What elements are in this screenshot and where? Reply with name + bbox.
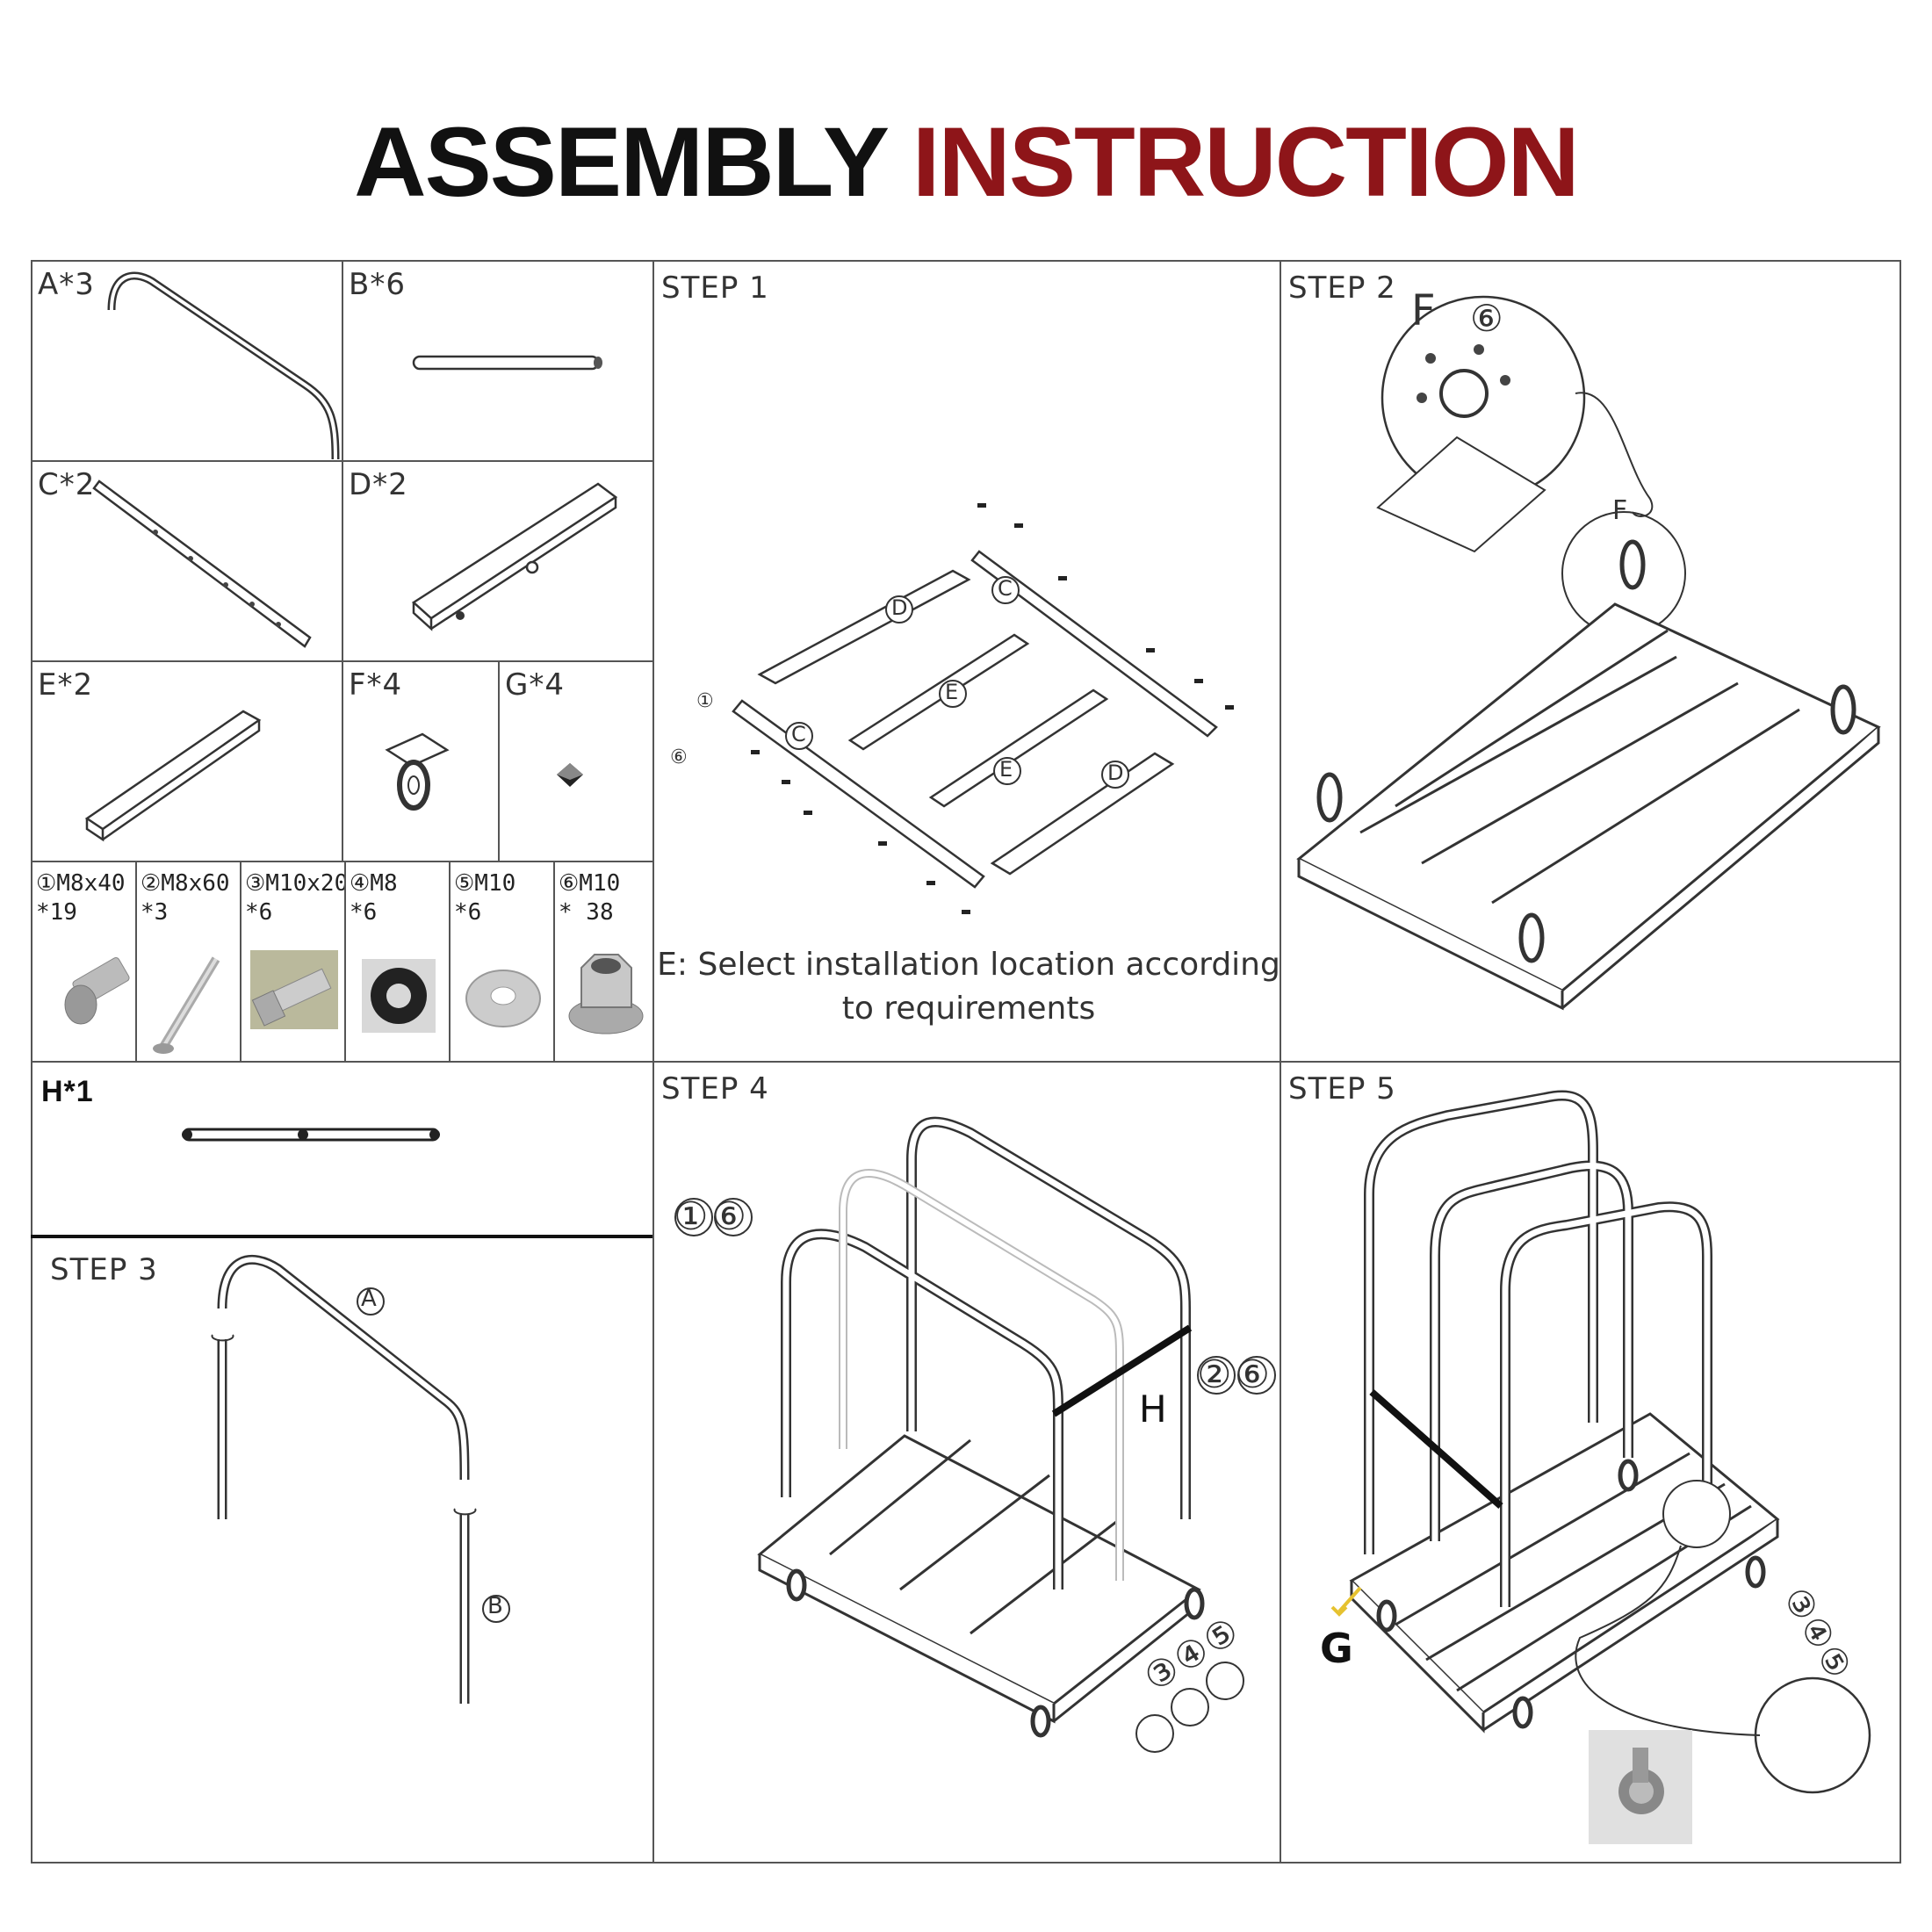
step3-marker-b: B: [487, 1593, 504, 1619]
step4-marker-h: H: [1139, 1388, 1168, 1431]
step1-marker-d1: D: [891, 595, 909, 620]
hardware-5-spec: ⑤M10: [454, 870, 516, 897]
step2-callout-6: ⑥: [1470, 297, 1504, 340]
step1-label: STEP 1: [661, 270, 769, 306]
step4-panel: STEP 4 ①⑥ ②⑥ ③④⑤ H: [652, 1061, 1281, 1864]
step1-callout-6: ⑥: [670, 746, 688, 768]
title-part1: ASSEMBLY: [354, 107, 888, 217]
part-a-label: A*3: [38, 267, 95, 302]
step4-callout-26: ②⑥: [1197, 1352, 1273, 1397]
part-d-label: D*2: [349, 467, 408, 502]
part-e-label: E*2: [38, 667, 94, 703]
step1-caption: E: Select installation location accordin…: [654, 943, 1283, 1032]
page-title: ASSEMBLY INSTRUCTION: [0, 105, 1932, 219]
part-a-cell: A*3: [31, 260, 343, 462]
hardware-6-label: ⑥M10* 38: [559, 869, 620, 926]
hardware-4-label: ④M8*6: [350, 869, 398, 926]
step4-label: STEP 4: [661, 1071, 769, 1107]
divider: [31, 1235, 654, 1240]
hardware-2-spec: ②M8x60: [141, 870, 230, 897]
part-b-drawing: [412, 355, 602, 371]
part-g-cell: G*4: [498, 660, 654, 862]
step4-drawing: [674, 1116, 1276, 1753]
part-g-label: G*4: [505, 667, 565, 703]
step3-panel: STEP 3 A B: [31, 1238, 654, 1864]
step3-drawing: [211, 1254, 510, 1704]
hardware-3-qty: *6: [245, 898, 273, 926]
part-f-cell: F*4: [342, 660, 500, 862]
step1-caption-line1: E: Select installation location accordin…: [657, 947, 1280, 983]
hardware-3-cell: ③M10x20*6: [240, 861, 348, 1063]
step1-panel: STEP 1 D C E E C D ① ⑥ E: Selec: [652, 260, 1281, 1063]
step2-callout-f-large: F: [1411, 286, 1437, 335]
hardware-2-cell: ②M8x60*3: [135, 861, 242, 1063]
hardware-2-label: ②M8x60*3: [141, 869, 230, 926]
step2-callout-f-small: F: [1612, 495, 1629, 526]
hardware-1-cell: ①M8x40*19: [31, 861, 137, 1063]
hardware-6-cell: ⑥M10* 38: [553, 861, 654, 1063]
hardware-4-cell: ④M8*6: [344, 861, 451, 1063]
hardware-4-spec: ④M8: [350, 870, 398, 897]
step5-marker-g: G: [1320, 1625, 1354, 1672]
step1-drawing: [732, 503, 1234, 914]
bolt-m8x40-icon: [64, 956, 130, 1025]
part-e-drawing: [84, 710, 262, 842]
step3-label: STEP 3: [50, 1252, 158, 1287]
step1-marker-d2: D: [1107, 761, 1125, 785]
part-c-label: C*2: [38, 467, 96, 502]
part-d-cell: D*2: [342, 460, 654, 662]
step1-caption-line2: to requirements: [841, 991, 1096, 1027]
step1-marker-e1: E: [945, 680, 960, 704]
step3-marker-a: A: [361, 1286, 378, 1312]
hardware-6-qty: * 38: [559, 898, 614, 926]
step1-marker-c1: C: [998, 576, 1013, 601]
hardware-5-label: ⑤M10*6: [454, 869, 515, 926]
part-a-drawing: [107, 271, 340, 460]
part-d-drawing: [411, 482, 618, 631]
hardware-6-spec: ⑥M10: [559, 870, 621, 897]
hardware-3-spec: ③M10x20: [245, 870, 349, 897]
step5-drawing: [1330, 1090, 1871, 1844]
hardware-1-label: ①M8x40*19: [36, 869, 126, 926]
lock-washer-m8-icon: [362, 959, 436, 1033]
part-f-drawing: [385, 732, 450, 811]
part-b-label: B*6: [349, 267, 406, 302]
hardware-5-cell: ⑤M10*6: [449, 861, 555, 1063]
bolt-m10x20-icon: [250, 950, 338, 1029]
part-c-cell: C*2: [31, 460, 343, 662]
hardware-3-label: ③M10x20*6: [245, 869, 348, 926]
hardware-4-qty: *6: [350, 898, 378, 926]
hardware-1-qty: *19: [36, 898, 77, 926]
step5-label: STEP 5: [1288, 1071, 1396, 1107]
step2-panel: STEP 2 F ⑥ F: [1280, 260, 1901, 1063]
part-h-drawing: [182, 1128, 440, 1142]
part-h-cell: H*1: [31, 1061, 654, 1236]
part-b-cell: B*6: [342, 260, 654, 462]
step2-label: STEP 2: [1288, 270, 1396, 306]
hardware-5-qty: *6: [454, 898, 482, 926]
bolt-m8x60-icon: [153, 956, 220, 1054]
step2-drawing: [1296, 295, 1881, 1011]
hardware-2-qty: *3: [141, 898, 169, 926]
part-g-drawing: [557, 763, 583, 787]
part-h-label: H*1: [41, 1075, 94, 1108]
flange-nut-m10-icon: [568, 954, 644, 1034]
part-c-drawing: [92, 479, 312, 648]
flat-washer-m10-icon: [465, 970, 541, 1027]
step1-marker-c2: C: [791, 722, 807, 746]
step5-panel: STEP 5 G ③④⑤: [1280, 1061, 1901, 1864]
part-e-cell: E*2: [31, 660, 343, 862]
step4-callout-16: ①⑥: [674, 1194, 750, 1239]
step1-callout-1: ①: [696, 690, 715, 712]
hardware-1-spec: ①M8x40: [36, 870, 126, 897]
step1-marker-e2: E: [999, 757, 1014, 782]
part-f-label: F*4: [349, 667, 403, 703]
title-part2: INSTRUCTION: [912, 107, 1580, 217]
